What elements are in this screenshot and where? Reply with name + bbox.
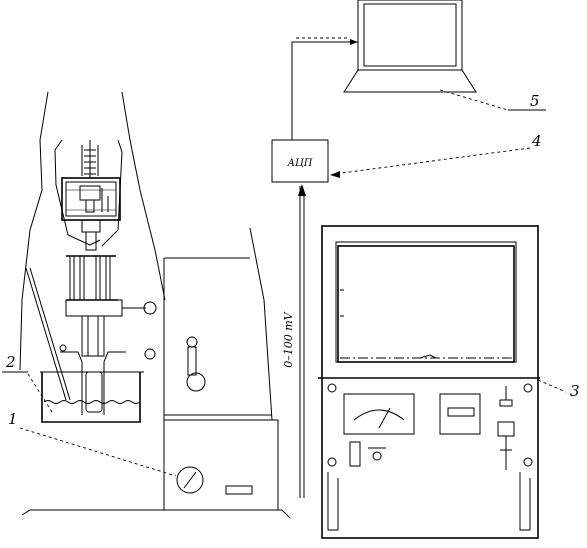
callout-1: 1 [8, 410, 18, 428]
recorder-instrument [318, 225, 540, 539]
adc-box-label: АЦП [286, 158, 312, 169]
test-apparatus [19, 91, 166, 423]
dial-gauge [176, 466, 204, 494]
callout-3: 3 [570, 382, 580, 400]
adc-box: АЦП [271, 139, 329, 183]
signal-lines [291, 37, 358, 498]
callout-5: 5 [530, 92, 540, 110]
base-cabinet [21, 227, 291, 519]
laptop [343, 0, 477, 93]
signal-range-label: 0–100 mV [282, 311, 295, 367]
callout-4: 4 [531, 132, 542, 150]
callout-2: 2 [5, 353, 16, 371]
callouts: 1 2 3 4 5 [2, 89, 580, 477]
